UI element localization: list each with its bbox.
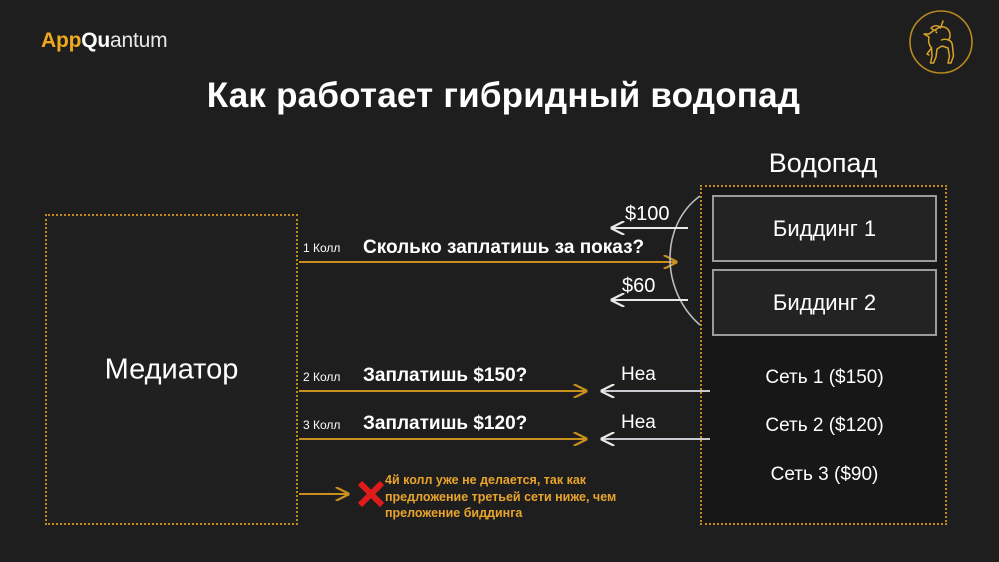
blocked-call-note: 4й колл уже не делается, так как предлож… [385, 472, 685, 522]
note-line-2: предложение третьей сети ниже, чем [385, 489, 617, 504]
call-label-3: 3 Колл [303, 418, 341, 432]
network-row-3: Сеть 3 ($90) [770, 464, 879, 485]
reply-label-2: Неа [621, 412, 656, 433]
reply-amount-2: $60 [622, 275, 656, 297]
bidding-box-1: Биддинг 1 [712, 195, 937, 262]
logo-part-app: App [41, 29, 82, 52]
mediator-label: Медиатор [104, 353, 239, 385]
note-line-3: преложение биддинга [385, 506, 523, 520]
call-question-1: Сколько заплатишь за показ? [363, 237, 645, 258]
bidding-box-2: Биддинг 2 [712, 269, 937, 336]
call-question-3: Заплатишь $120? [363, 413, 528, 434]
note-line-1: 4й колл уже не делается, так как [385, 473, 587, 487]
mediator-box: Медиатор [45, 214, 298, 525]
network-row-1: Сеть 1 ($150) [765, 367, 884, 388]
waterfall-panel: Биддинг 1 Биддинг 2 Сеть 1 ($150) Сеть 2… [700, 185, 947, 525]
waterfall-heading: Водопад [768, 148, 878, 178]
logo-part-qu: Qu [81, 29, 110, 52]
unicorn-emblem-icon [909, 10, 973, 74]
network-row-2: Сеть 2 ($120) [765, 415, 884, 436]
call-label-1: 1 Колл [303, 241, 341, 255]
red-cross-icon [357, 480, 385, 508]
reply-amount-1: $100 [625, 203, 670, 225]
call-label-2: 2 Колл [303, 370, 341, 384]
logo-part-antum: antum [110, 29, 168, 52]
call-question-2: Заплатишь $150? [363, 365, 528, 386]
page-title: Как работает гибридный водопад [206, 76, 801, 115]
bidding-bracket-curve [669, 195, 701, 326]
reply-label-1: Неа [621, 364, 656, 385]
brand-logo: AppQuantum [41, 29, 168, 52]
